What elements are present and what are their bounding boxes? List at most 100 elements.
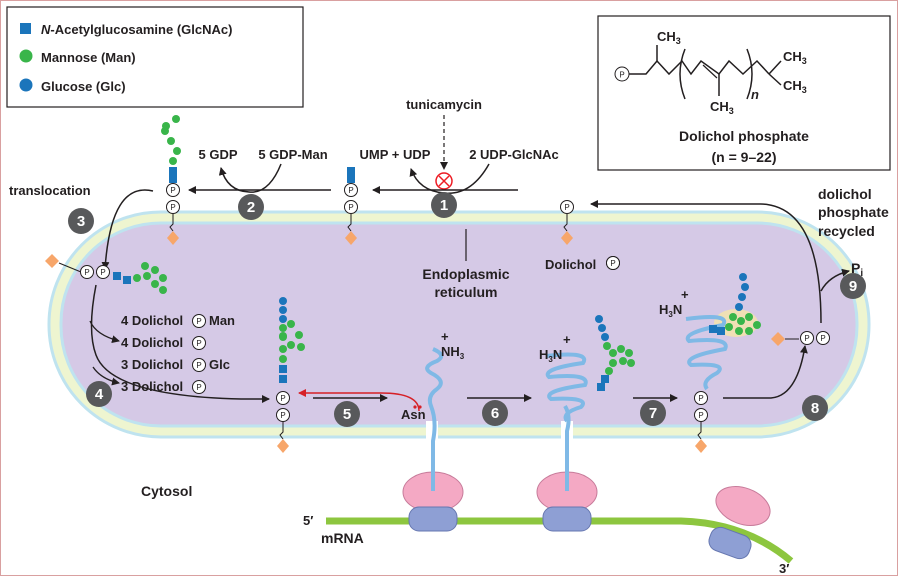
h3n-label-1: H3N — [539, 347, 562, 364]
recycled-label-3: recycled — [818, 223, 875, 239]
udp-glcnac-label: 2 UDP-GlcNAc — [469, 147, 559, 162]
ribosome-2 — [536, 471, 598, 532]
phosphate-label: P — [196, 361, 201, 370]
plus-1: + — [441, 329, 449, 344]
phosphate-icon: P — [166, 183, 180, 197]
dolichol-anchor-icon — [695, 439, 707, 453]
glcnac-icon — [709, 325, 717, 333]
glcnac-icon — [347, 175, 355, 183]
mannose-icon — [625, 349, 633, 357]
legend-glcnac: N-Acetylglucosamine (GlcNAc) — [41, 22, 232, 37]
phosphate-label: P — [170, 203, 175, 212]
mannose-icon — [745, 313, 753, 321]
mannose-icon — [167, 137, 175, 145]
glcnac-icon — [717, 327, 725, 335]
phosphate-icon: P — [694, 408, 708, 422]
mannose-icon — [172, 115, 180, 123]
structure-range: (n = 9–22) — [712, 149, 777, 165]
mannose-icon — [725, 323, 733, 331]
mannose-icon — [173, 147, 181, 155]
dolichol-anchor-icon — [167, 231, 179, 245]
dol-glc-suffix: Glc — [209, 357, 230, 372]
cytosol-label: Cytosol — [141, 483, 192, 499]
phosphate-label: P — [280, 411, 285, 420]
mannose-icon — [609, 359, 617, 367]
mrna-label: mRNA — [321, 530, 364, 546]
mannose-icon — [729, 313, 737, 321]
mannose-icon — [141, 262, 149, 270]
glcnac-icon — [347, 167, 355, 175]
step-number: 2 — [247, 199, 255, 216]
mrna-strand — [326, 517, 794, 564]
mannose-icon — [159, 274, 167, 282]
phosphate-label: P — [348, 186, 353, 195]
gdp-man-label: 5 GDP-Man — [258, 147, 327, 162]
mannose-icon — [745, 327, 753, 335]
mannose-icon — [617, 345, 625, 353]
step-number: 6 — [491, 405, 499, 422]
step-number: 9 — [849, 278, 857, 295]
phosphate-icon: P — [816, 331, 830, 345]
nh3-label: NH3 — [441, 344, 465, 361]
mannose-icon — [287, 320, 295, 328]
ribosome-dissociated — [708, 486, 771, 560]
step-number: 7 — [649, 405, 657, 422]
legend: N-Acetylglucosamine (GlcNAc) Mannose (Ma… — [6, 6, 304, 108]
step-2-marker: 2 — [238, 194, 264, 220]
phosphate-icon: P — [80, 265, 94, 279]
mannose-icon — [151, 266, 159, 274]
mannose-icon — [753, 321, 761, 329]
dol-3-label: 3 Dolichol — [121, 379, 183, 394]
mannose-icon — [297, 343, 305, 351]
step-5-marker: 5 — [334, 401, 360, 427]
mannose-icon — [627, 359, 635, 367]
phosphate-label: P — [820, 334, 825, 343]
dolichol-anchor-icon — [277, 439, 289, 453]
phosphate-icon: P — [166, 200, 180, 214]
step-number: 3 — [77, 213, 85, 230]
step-1-marker: 1 — [431, 192, 457, 218]
step-7-marker: 7 — [640, 400, 666, 426]
plus-2: + — [563, 332, 571, 347]
glucose-icon — [601, 333, 609, 341]
five-prime-label: 5′ — [303, 513, 313, 528]
ump-udp-label: UMP + UDP — [360, 147, 431, 162]
glucose-icon — [735, 303, 743, 311]
glucose-icon — [279, 297, 287, 305]
glcnac-icon — [279, 365, 287, 373]
phosphate-label: P — [170, 186, 175, 195]
mannose-icon — [735, 327, 743, 335]
mannose-icon — [603, 342, 611, 350]
glcnac-icon — [169, 167, 177, 175]
step-number: 1 — [440, 197, 448, 214]
glucose-circle-icon — [19, 78, 33, 92]
step-number: 8 — [811, 400, 819, 417]
phosphate-icon: P — [560, 200, 574, 214]
dol-man-suffix: Man — [209, 313, 235, 328]
er-label-2: reticulum — [434, 284, 497, 300]
dolichol-anchor-icon — [561, 231, 573, 245]
three-prime-label: 3′ — [779, 561, 789, 576]
phosphate-icon: P — [192, 314, 206, 328]
glcnac-icon — [597, 383, 605, 391]
phosphate-icon: P — [606, 256, 620, 270]
dol-glc-label: 3 Dolichol — [121, 357, 183, 372]
mannose-icon — [279, 345, 287, 353]
mannose-icon — [295, 331, 303, 339]
dolichol-anchor-icon — [771, 332, 785, 346]
mannose-icon — [143, 272, 151, 280]
process-arrows: Asn — [298, 345, 808, 422]
mannose-circle-icon — [19, 49, 33, 63]
phosphate-icon: P — [192, 336, 206, 350]
h3n-label-2: H3N — [659, 302, 682, 319]
phosphate-icon: P — [344, 200, 358, 214]
er-label-1: Endoplasmic — [422, 266, 509, 282]
asn-label: Asn — [401, 407, 426, 422]
n-subscript: n — [751, 87, 759, 102]
phosphate-icon: P — [694, 391, 708, 405]
phosphate-icon: P — [344, 183, 358, 197]
ch3-right-top: CH3 — [783, 49, 807, 66]
phosphate-label: P — [280, 394, 285, 403]
mannose-icon — [279, 332, 287, 340]
